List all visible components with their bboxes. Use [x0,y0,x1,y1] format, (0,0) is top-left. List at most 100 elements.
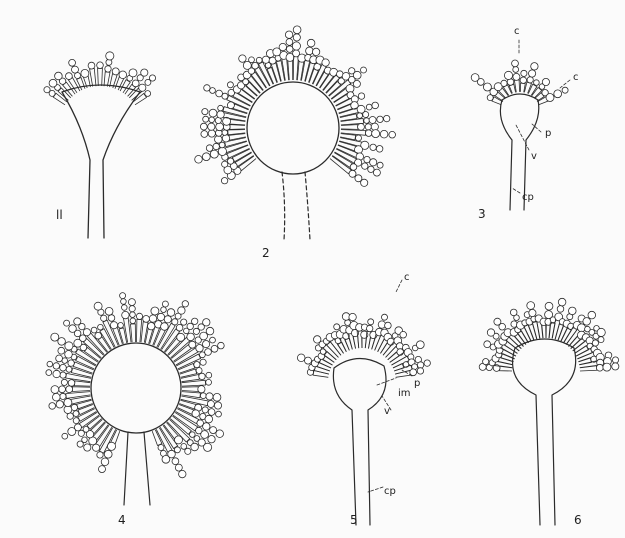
conidium [222,161,228,167]
conidium [216,123,224,131]
conidium [527,302,535,310]
conidium [179,470,186,477]
panel-2-vesicle [247,82,339,174]
panel-5-label-cp: cp [384,486,396,497]
panel-3-leaders [512,40,570,193]
conidium [120,293,126,299]
conidium [483,83,491,91]
conidium [149,75,155,81]
conidium [206,379,212,385]
conidium [64,320,70,326]
panel-5-label-c: c [404,272,410,283]
conidium [97,62,104,69]
conidium [527,77,533,83]
conidium [382,314,388,320]
conidium [387,338,394,345]
conidium [370,144,376,150]
conidium [206,145,213,152]
conidium [84,444,91,451]
conidium [91,327,97,333]
conidium [56,355,63,362]
conidium [51,333,59,341]
conidium [305,357,312,364]
conidium [128,299,135,306]
conidium [78,430,84,436]
phialide [120,80,130,93]
panel-4-vesicle [91,343,181,433]
conidium [216,411,222,417]
conidium [158,445,164,451]
conidium [596,364,603,371]
conidium [46,370,52,376]
phialide [69,78,80,93]
conidium [597,328,605,336]
conidium [200,359,206,365]
conidium [484,341,491,348]
conidium [80,335,87,342]
conidium [210,150,218,158]
conidium [164,316,171,323]
conidium [210,427,217,434]
conidium [368,319,374,325]
conidium [187,333,195,341]
phialide [528,84,537,95]
conidium [68,380,75,387]
conidium [202,407,208,413]
conidium [365,130,372,137]
conidium [130,318,136,324]
conidium [148,323,155,330]
conidium [483,359,489,365]
conidium [83,329,90,336]
conidium [366,104,372,110]
conidium [227,82,233,88]
conidium [61,379,67,385]
conidium [105,66,111,72]
conidium [161,323,169,331]
conidium [362,163,368,169]
panel-2-number: 2 [262,246,270,260]
panel-6-conidia-layer [479,298,619,371]
conidium [151,307,159,315]
conidium [108,315,115,322]
conidium [368,166,374,172]
conidium [583,318,591,326]
conidium [181,319,187,325]
conidium [361,179,368,186]
conidium [203,341,210,348]
conidium [520,77,526,83]
panel-6: 6 [479,298,619,527]
conidium [161,307,167,313]
conidium [545,302,553,310]
conidium [77,441,83,447]
panel-5-label-v: v [384,406,390,417]
conidium [189,341,196,348]
conidium [66,367,72,373]
conidium [143,316,150,323]
conidium [249,57,255,63]
conidium [314,336,321,343]
phialide [578,358,591,365]
conidium [53,393,61,401]
panel-5-label-p: p [414,378,420,389]
conidium [218,105,224,111]
phialide [104,72,110,87]
conidium [172,319,178,325]
conidium [60,393,66,399]
conidium [101,315,107,321]
panel-3-number: 3 [478,207,486,221]
conidium [202,153,210,161]
conidium [130,312,136,318]
conidium [588,311,596,319]
conidium [228,158,234,164]
conidium [349,170,356,177]
conidium [206,393,213,400]
conidium [306,47,314,55]
conidium [119,71,127,79]
conidium [377,162,383,168]
conidium [185,448,191,454]
panel-1-stipe [62,92,140,238]
conidium [205,415,213,423]
conidium [200,123,207,130]
conidium [62,433,68,439]
